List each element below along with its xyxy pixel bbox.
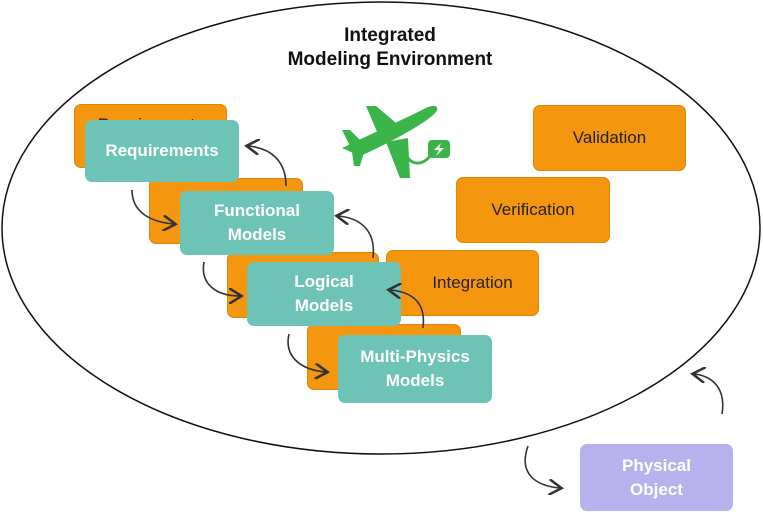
- verification-label: Verification: [491, 200, 575, 219]
- functional-models-box: Functional Models: [180, 191, 334, 255]
- electric-airplane-icon: [342, 105, 450, 178]
- logical-models-box: Logical Models: [247, 262, 401, 326]
- integration-box: Integration: [386, 250, 539, 316]
- diagram-title: Integrated Modeling Environment: [230, 24, 550, 72]
- physical-object-box: Physical Object: [580, 444, 733, 511]
- physical-object-label: Physical Object: [622, 455, 691, 499]
- requirements-box: Requirements: [85, 120, 239, 182]
- verification-box: Verification: [456, 177, 610, 243]
- title-line-1: Integrated: [344, 25, 436, 46]
- validation-box: Validation: [533, 105, 686, 171]
- validation-label: Validation: [572, 128, 647, 147]
- title-line-2: Modeling Environment: [287, 49, 493, 70]
- logical-models-label: Logical Models: [294, 272, 354, 315]
- multi-physics-models-label: Multi-Physics Models: [360, 347, 470, 390]
- functional-models-label: Functional Models: [214, 201, 300, 244]
- integration-label: Integration: [432, 273, 513, 292]
- requirements-label: Requirements: [105, 141, 219, 160]
- multi-physics-models-box: Multi-Physics Models: [338, 335, 492, 403]
